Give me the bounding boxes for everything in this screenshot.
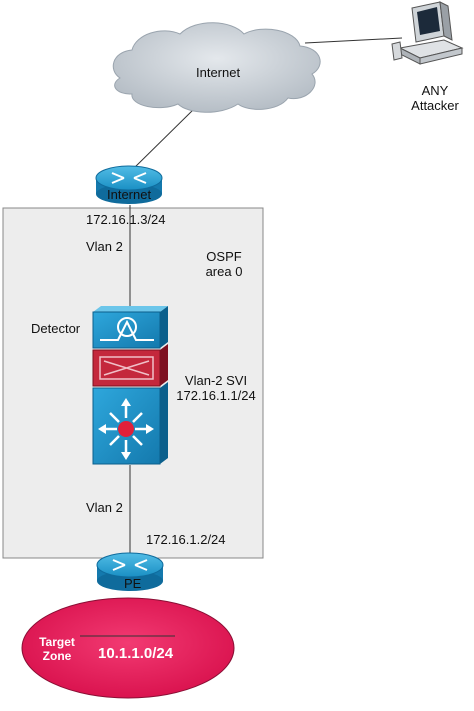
target-network-label: 10.1.1.0/24: [98, 645, 174, 662]
detector-icon: [92, 306, 168, 349]
attacker-pc-icon: [391, 1, 464, 65]
target-zone-title: Target Zone: [34, 635, 80, 664]
layer3-switch-icon: [92, 382, 168, 465]
pe-router-icon: [96, 552, 164, 591]
internet-router-ip: 172.16.1.3/24: [86, 212, 166, 227]
ospf-area-line2: area 0: [205, 263, 243, 279]
vlan-bottom-label: Vlan 2: [86, 500, 123, 515]
internet-router-icon: [95, 165, 163, 204]
pe-router-ip: 172.16.1.2/24: [146, 532, 226, 547]
pe-router-label: PE: [124, 576, 142, 591]
svi-line1: Vlan-2 SVI: [184, 373, 248, 388]
internet-router-label: Internet: [107, 187, 152, 202]
internet-cloud-icon: [112, 22, 321, 113]
target-zone-line2: Zone: [42, 648, 72, 663]
detector-label: Detector: [31, 321, 81, 336]
svi-line2: 172.16.1.1/24: [176, 387, 256, 403]
cloud-label: Internet: [196, 65, 241, 80]
attacker-label-line1: ANY: [421, 83, 449, 98]
firewall-module-icon: [92, 344, 168, 387]
svi-label: Vlan-2 SVI 172.16.1.1/24: [174, 373, 258, 404]
link-cloud-internet-router: [129, 107, 196, 173]
attacker-label-line2: Attacker: [411, 97, 459, 113]
ospf-area-label: OSPF area 0: [198, 249, 250, 280]
attacker-label: ANY Attacker: [405, 83, 465, 114]
target-zone-icon: [21, 597, 235, 699]
ospf-area-line1: OSPF: [206, 249, 242, 264]
vlan-top-label: Vlan 2: [86, 239, 123, 254]
link-cloud-attacker: [304, 37, 403, 44]
target-zone-line1: Target: [39, 635, 75, 649]
